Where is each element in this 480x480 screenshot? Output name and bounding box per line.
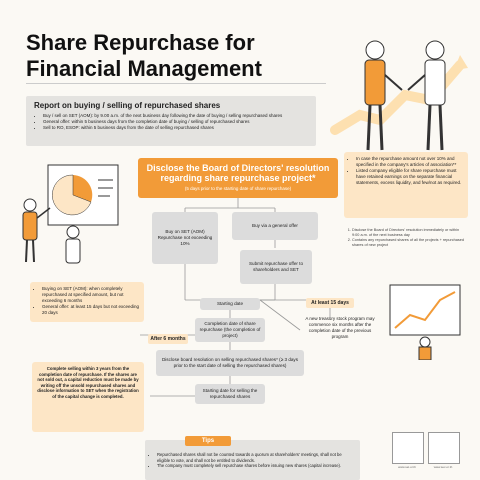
submit-offer-box: Submit repurchase offer to shareholders …	[240, 250, 312, 284]
title-line-1: Share Repurchase for	[26, 30, 255, 55]
footnote: Contains any repurchased shares of all t…	[352, 238, 466, 248]
duration-box: Buying on SET (AOM): when completely rep…	[30, 282, 144, 322]
footnote: Disclose the Board of Directors' resolut…	[352, 228, 466, 238]
disclose-selling-box: Disclose board resolution on selling rep…	[156, 350, 304, 376]
general-offer-box: Buy via a general offer	[232, 212, 318, 240]
handshake-illustration	[330, 40, 468, 151]
complete-selling-box: Complete selling within 3 years from the…	[32, 362, 144, 432]
tip-item: The company must completely sell repurch…	[157, 463, 354, 469]
starting-date-box: Starting date	[200, 298, 260, 310]
conditions-box: In case the repurchase amount not over 1…	[344, 152, 468, 218]
duration-item: General offer: at least 15 days but not …	[42, 304, 140, 316]
growth-chart-illustration	[389, 284, 461, 360]
condition-item: Listed company eligible for share repurc…	[356, 168, 464, 186]
qr-code-icon[interactable]	[392, 432, 424, 464]
condition-item: In case the repurchase amount not over 1…	[356, 156, 464, 168]
title-divider	[26, 83, 326, 84]
new-program-note: A new treasury stock program may commenc…	[305, 316, 375, 339]
report-heading: Report on buying / selling of repurchase…	[34, 101, 221, 110]
report-item: General offer: within 5 business days fr…	[43, 119, 308, 125]
starting-sell-box: Starting date for selling the repurchase…	[195, 384, 265, 404]
report-list: Buy / sell on SET (AOM): by 9.00 a.m. of…	[34, 113, 308, 131]
board-resolution-box: Disclose the Board of Directors' resolut…	[138, 158, 338, 198]
buy-on-set-box: Buy on SET (AOM) Repurchase not exceedin…	[152, 212, 218, 264]
board-resolution-subtitle: (5 days prior to the starting date of sh…	[184, 186, 292, 191]
page-title: Share Repurchase for Financial Managemen…	[26, 30, 276, 82]
qr-label: www.set.or.th	[398, 465, 416, 469]
board-resolution-title: Disclose the Board of Directors' resolut…	[146, 163, 330, 183]
report-item: Buy / sell on SET (AOM): by 9.00 a.m. of…	[43, 113, 308, 119]
report-item: Sell to RO, ESOP: within 5 business days…	[43, 125, 308, 131]
title-line-2: Financial Management	[26, 56, 262, 81]
presenter-illustration	[22, 164, 119, 264]
footnotes: Disclose the Board of Directors' resolut…	[344, 228, 466, 248]
duration-item: Buying on SET (AOM): when completely rep…	[42, 286, 140, 304]
tips-box: Repurchased shares shall not be counted …	[145, 440, 360, 480]
tip-item: Repurchased shares shall not be counted …	[157, 452, 354, 463]
tips-label: Tips	[185, 436, 231, 446]
qr-label: www.sec.or.th	[433, 465, 453, 469]
qr-code-icon[interactable]	[428, 432, 460, 464]
completion-date-box: Completion date of share repurchase (the…	[195, 318, 265, 342]
report-box: Report on buying / selling of repurchase…	[26, 96, 316, 146]
after-6-months-tag: After 6 months	[148, 334, 188, 344]
at-least-days-tag: At least 15 days	[306, 298, 354, 308]
